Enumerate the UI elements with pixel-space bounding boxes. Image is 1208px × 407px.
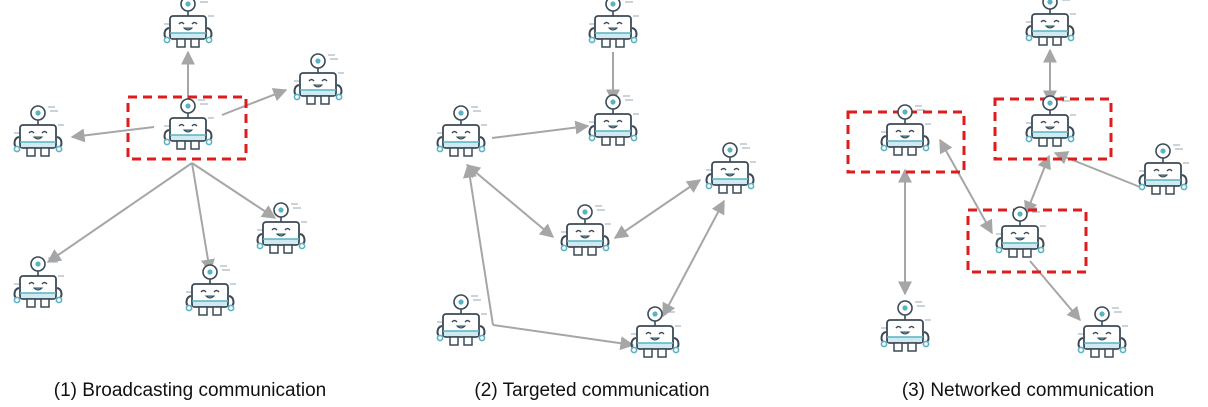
message-arrow xyxy=(492,324,635,351)
message-arrow xyxy=(465,164,555,238)
message-arrow xyxy=(221,88,288,116)
message-arrow xyxy=(613,179,702,239)
panel-2-caption: (2) Targeted communication xyxy=(474,380,710,401)
highlighted-agent-box xyxy=(993,97,1113,161)
message-arrow xyxy=(70,126,155,143)
robot-icon xyxy=(588,94,640,146)
message-arrow xyxy=(939,138,993,235)
robot-icon xyxy=(436,105,488,157)
highlighted-agent-box xyxy=(846,110,966,174)
robot-icon xyxy=(1025,95,1077,147)
message-arrow xyxy=(46,162,193,263)
robot-icon xyxy=(880,300,932,352)
panel-1-caption: (1) Broadcasting communication xyxy=(53,380,327,401)
robot-icon xyxy=(185,264,237,316)
robot-icon xyxy=(163,98,215,150)
message-arrow xyxy=(662,199,725,318)
panel-3-caption: (3) Networked communication xyxy=(901,380,1155,401)
robot-icon xyxy=(163,0,215,48)
robot-icon xyxy=(1138,143,1190,195)
robot-icon xyxy=(1077,306,1129,358)
robot-icon xyxy=(705,142,757,194)
message-arrow xyxy=(1053,151,1141,188)
robot-icon xyxy=(630,306,682,358)
robot-icon xyxy=(436,294,488,346)
robot-icon xyxy=(588,0,640,48)
message-arrow xyxy=(1024,154,1051,216)
robot-icon xyxy=(13,256,65,308)
message-arrow xyxy=(463,163,494,326)
robot-icon xyxy=(1025,0,1077,46)
robot-icon xyxy=(13,105,65,157)
message-arrow xyxy=(1029,260,1081,322)
message-arrow xyxy=(191,162,215,274)
message-arrow xyxy=(491,120,590,139)
message-arrow xyxy=(191,162,277,219)
robot-icon xyxy=(560,204,612,256)
robot-icon xyxy=(293,53,345,105)
robot-icon xyxy=(995,206,1047,258)
